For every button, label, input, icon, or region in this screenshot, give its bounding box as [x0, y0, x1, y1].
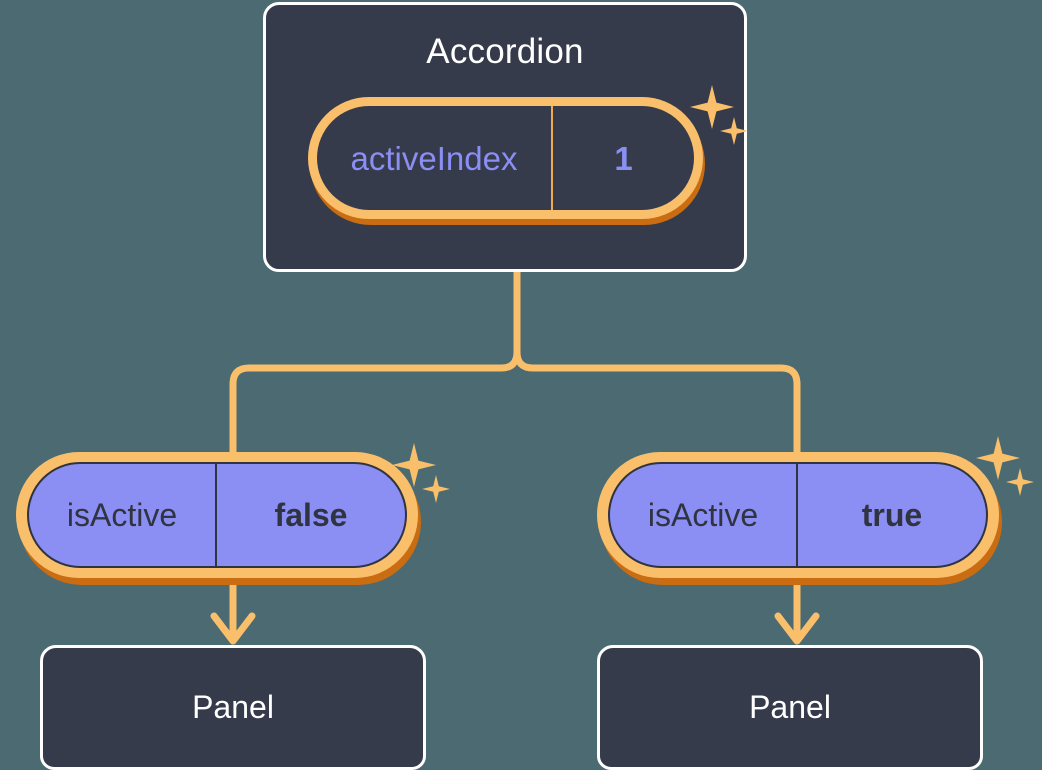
panel-title: Panel — [192, 689, 274, 725]
state-value-label: true — [861, 497, 923, 533]
sparkle-small-icon — [1006, 468, 1034, 496]
state-pill-is-active-true[interactable]: isActive true — [597, 452, 1002, 585]
connector-right-branch — [513, 268, 801, 456]
sparkle-small-icon — [422, 475, 450, 503]
arrow-head-left — [210, 612, 256, 645]
pill-body: activeIndex 1 — [317, 106, 694, 210]
panel-title: Panel — [749, 689, 831, 725]
pill-body: isActive true — [608, 462, 988, 568]
panel-component-card-left[interactable]: Panel — [40, 645, 426, 770]
state-value-label: 1 — [614, 139, 633, 177]
panel-component-card-right[interactable]: Panel — [597, 645, 983, 770]
connector-left-branch — [229, 268, 521, 456]
arrow-head-right — [774, 612, 820, 645]
accordion-title: Accordion — [426, 32, 584, 71]
state-key-label: isActive — [610, 464, 798, 566]
state-key-label: activeIndex — [317, 106, 553, 210]
state-pill-active-index[interactable]: activeIndex 1 — [308, 97, 705, 225]
state-pill-is-active-false[interactable]: isActive false — [16, 452, 421, 585]
state-key-label: isActive — [29, 464, 217, 566]
state-value-label: false — [274, 497, 348, 533]
pill-body: isActive false — [27, 462, 407, 568]
